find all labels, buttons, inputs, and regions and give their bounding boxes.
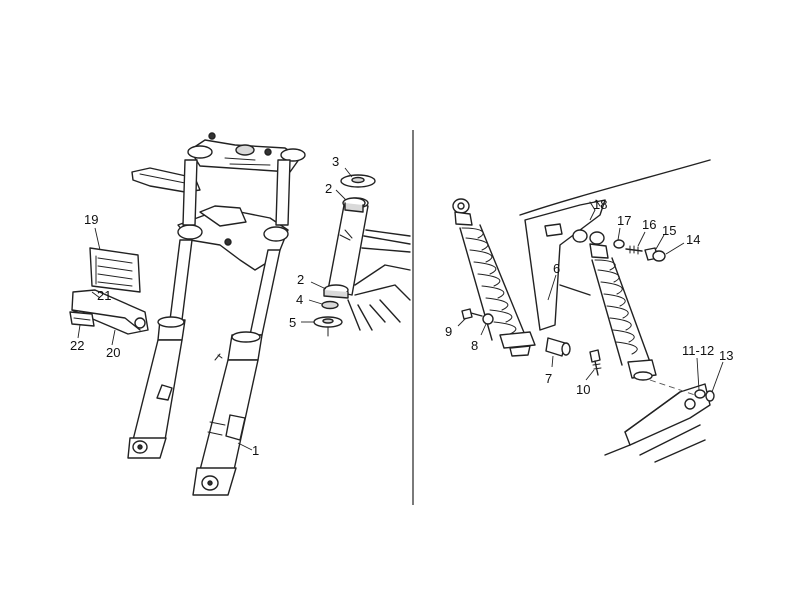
callout-8: 8 (471, 338, 478, 353)
callout-10: 10 (576, 382, 590, 397)
leader-19 (94, 227, 101, 251)
callout-7: 7 (545, 371, 552, 386)
callout-16: 16 (642, 217, 656, 232)
nut-part-13 (705, 390, 715, 402)
callout-6: 6 (553, 261, 560, 276)
callout-3: 3 (332, 154, 339, 169)
washer-part-8 (482, 313, 494, 325)
leader-18 (589, 209, 596, 221)
bolt-part-10 (589, 349, 602, 376)
leader-7 (551, 355, 554, 368)
callout-22: 22 (70, 338, 84, 353)
leader-21 (91, 291, 101, 299)
callout-17: 17 (617, 213, 631, 228)
leader-4 (308, 299, 323, 305)
axis-dash (649, 379, 696, 396)
leader-1 (237, 442, 253, 451)
callout-9: 9 (445, 324, 452, 339)
leader-11-12 (696, 357, 700, 391)
leader-14 (665, 242, 685, 255)
bearing-part-2-lower (323, 284, 349, 299)
leader-9 (457, 317, 467, 327)
cup-part-5 (313, 316, 343, 337)
callout-2b: 2 (297, 272, 304, 287)
callout-18: 18 (593, 197, 607, 212)
grille-part-19 (89, 247, 141, 293)
callout-15: 15 (662, 223, 676, 238)
leader-6 (547, 274, 557, 301)
right-shock-absorber (589, 231, 657, 381)
leader-20 (111, 329, 116, 346)
callout-5: 5 (289, 315, 296, 330)
swing-arm (604, 383, 711, 463)
leader-10 (585, 369, 595, 381)
callout-14: 14 (686, 232, 700, 247)
leader-8 (480, 323, 487, 336)
cap-nut-part-14 (652, 250, 666, 262)
leader-3 (344, 167, 353, 178)
callout-13: 13 (719, 348, 733, 363)
leader-2b (310, 281, 327, 290)
callout-19: 19 (84, 212, 98, 227)
left-fork-leg (127, 159, 198, 459)
leader-16 (637, 231, 646, 247)
bearing-cup-part-3 (340, 174, 376, 188)
washer-part-11-12 (694, 389, 706, 399)
spring-washer-part-16 (625, 245, 643, 255)
steering-head-frame (327, 197, 411, 331)
leader-13 (711, 361, 724, 393)
left-shock-absorber (452, 198, 536, 357)
callout-20: 20 (106, 345, 120, 360)
spacer-part-7 (545, 337, 571, 357)
mount-bolt-part-18 (544, 223, 588, 243)
right-fork-leg (192, 159, 291, 496)
callout-11-12: 11-12 (682, 343, 714, 358)
pad-part-22 (69, 311, 95, 327)
leader-22 (77, 324, 81, 339)
callout-1: 1 (252, 443, 259, 458)
washer-part-17 (613, 239, 625, 249)
bearing-part-2-upper (342, 197, 366, 213)
leader-15 (655, 234, 665, 250)
leader-2a (335, 189, 347, 201)
callout-21: 21 (97, 288, 111, 303)
upper-triple-clamp (187, 132, 306, 173)
leader-17 (617, 227, 621, 241)
bolt-part-9 (461, 308, 483, 320)
callout-2a: 2 (325, 181, 332, 196)
callout-4: 4 (296, 292, 303, 307)
seal-part-4 (321, 300, 339, 310)
front-fork-assembly (127, 132, 306, 496)
